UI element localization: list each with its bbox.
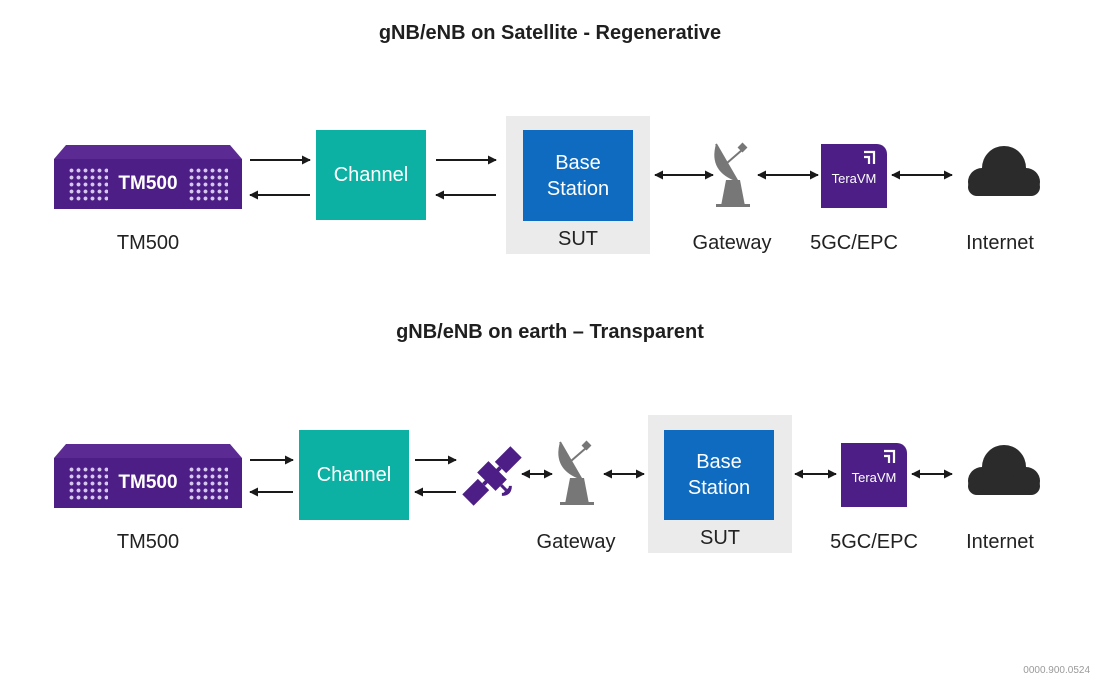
teravm-logo-icon: TeraVM	[821, 144, 887, 208]
sut-label: SUT	[700, 527, 740, 549]
diagram-2-title: gNB/eNB on earth – Transparent	[396, 321, 704, 343]
diagram-1-title: gNB/eNB on Satellite - Regenerative	[378, 22, 722, 44]
tm500-device-text: TM500	[118, 472, 178, 493]
gateway-dish-icon	[557, 439, 595, 506]
teravm-logo-text: TeraVM	[831, 171, 877, 186]
core-label: 5GC/EPC	[810, 232, 898, 254]
cloud-icon	[968, 445, 1040, 495]
base-station-line1: Base	[696, 451, 742, 473]
cloud-icon	[968, 146, 1040, 196]
base-station-line2: Station	[546, 177, 610, 200]
gateway-dish-icon	[713, 141, 751, 208]
channel-text: Channel	[333, 163, 409, 186]
channel-text: Channel	[316, 463, 392, 486]
tm500-device-icon: TM500	[54, 444, 242, 508]
core-label: 5GC/EPC	[830, 531, 918, 553]
internet-label: Internet	[966, 531, 1034, 553]
internet-label: Internet	[966, 232, 1034, 254]
teravm-logo-text: TeraVM	[851, 470, 897, 485]
channel-box: Channel	[316, 130, 426, 220]
gateway-label: Gateway	[536, 531, 616, 553]
tm500-label: TM500	[116, 531, 180, 553]
satellite-icon	[462, 446, 522, 506]
base-station-line1: Base	[555, 151, 601, 174]
teravm-logo-icon: TeraVM	[841, 443, 907, 507]
base-station-line2: Station	[687, 477, 751, 499]
sut-label: SUT	[558, 228, 598, 250]
tm500-label: TM500	[116, 232, 180, 254]
base-station-box: Base Station	[664, 430, 774, 520]
channel-box: Channel	[299, 430, 409, 520]
gateway-label: Gateway	[692, 232, 772, 254]
tm500-device-text: TM500	[118, 173, 178, 194]
document-code: 0000.900.0524	[1023, 665, 1090, 676]
tm500-device-icon: TM500	[54, 145, 242, 209]
base-station-box: Base Station	[523, 130, 633, 221]
